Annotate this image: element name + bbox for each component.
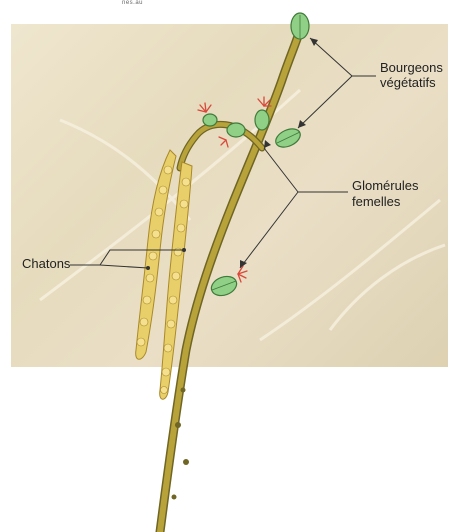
- label-chatons: Chatons: [22, 256, 70, 272]
- bud-top: [291, 13, 309, 39]
- bud-lower: [209, 273, 240, 299]
- label-bourgeons-line1: Bourgeons: [380, 60, 443, 76]
- label-glomerules-line1: Glomérules: [352, 178, 418, 194]
- label-bourgeons-line2: végétatifs: [380, 75, 436, 91]
- label-glomerules-line2: femelles: [352, 194, 400, 210]
- bud-right: [273, 125, 303, 150]
